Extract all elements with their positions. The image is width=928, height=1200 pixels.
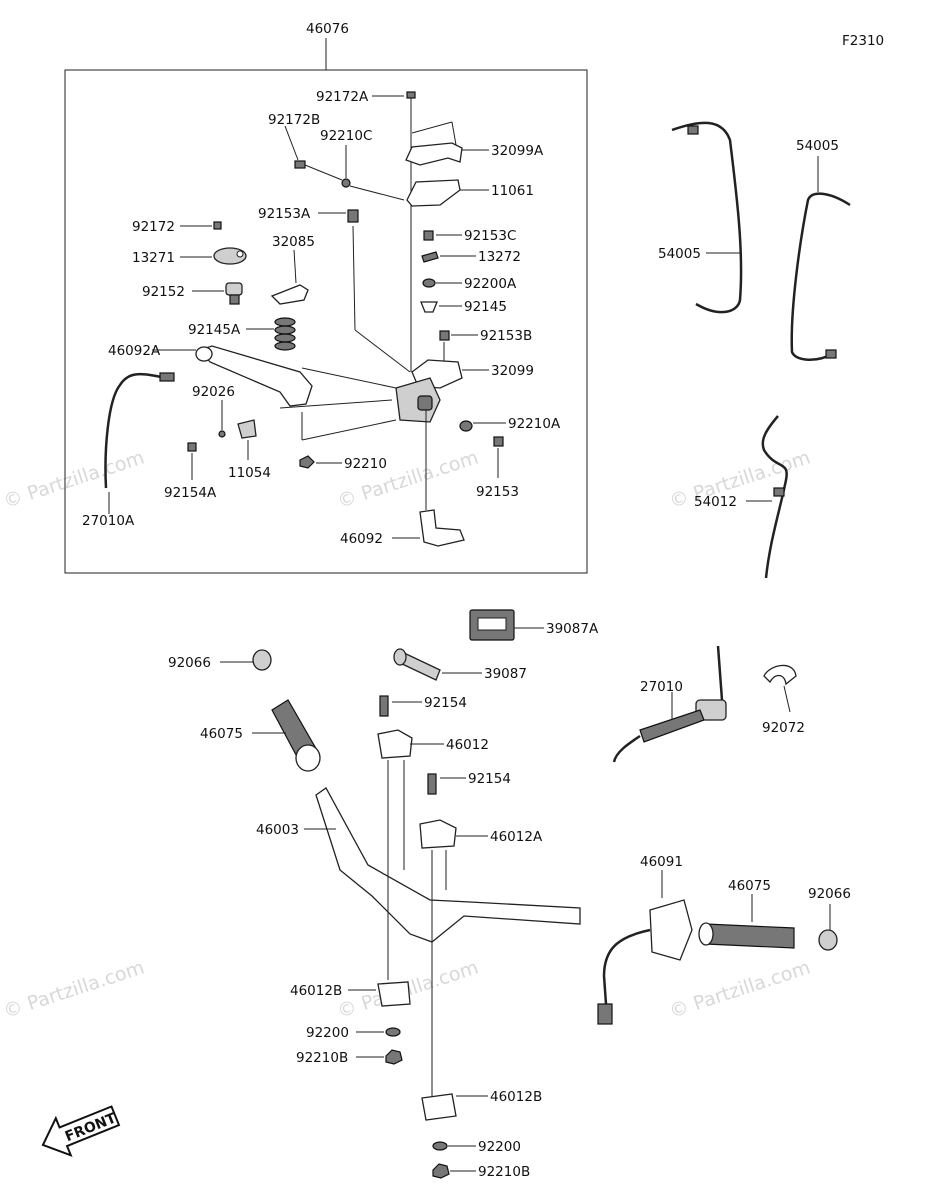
part-label-32085: 32085 [272, 234, 315, 250]
part-label-27010A: 27010A [82, 513, 135, 529]
part-label-46075-right: 46075 [728, 878, 771, 894]
part-label-92145A: 92145A [188, 322, 241, 338]
part-label-46012: 46012 [446, 737, 489, 753]
part-label-46075-left: 46075 [200, 726, 243, 742]
part-label-46012A: 46012A [490, 829, 543, 845]
part-label-46003: 46003 [256, 822, 299, 838]
part-label-92210A: 92210A [508, 416, 561, 432]
part-label-92172A: 92172A [316, 89, 369, 105]
watermark-text: © Partzilla.com [1, 447, 147, 513]
part-label-92172B: 92172B [268, 112, 320, 128]
part-label-54012: 54012 [694, 494, 737, 510]
part-label-92145: 92145 [464, 299, 507, 315]
part-label-46091: 46091 [640, 854, 683, 870]
part-label-92210: 92210 [344, 456, 387, 472]
part-label-92200-upper: 92200 [306, 1025, 349, 1041]
part-label-39087A: 39087A [546, 621, 599, 637]
part-label-92210B-lower: 92210B [478, 1164, 530, 1180]
part-label-92153B: 92153B [480, 328, 532, 344]
part-label-92153A: 92153A [258, 206, 311, 222]
part-label-92210B-upper: 92210B [296, 1050, 348, 1066]
part-label-46092A: 46092A [108, 343, 161, 359]
front-direction-arrow: FRONT [41, 1105, 121, 1158]
watermark-text: © Partzilla.com [667, 957, 813, 1023]
part-label-92152: 92152 [142, 284, 185, 300]
part-label-92154-middle: 92154 [468, 771, 511, 787]
part-label-46012B-lower: 46012B [490, 1089, 542, 1105]
part-label-92066-right: 92066 [808, 886, 851, 902]
handlebar-assembly [220, 609, 838, 1179]
part-label-13272: 13272 [478, 249, 521, 265]
part-label-46076: 46076 [306, 21, 349, 37]
part-label-32099A: 32099A [491, 143, 544, 159]
part-label-54005-right: 54005 [796, 138, 839, 154]
part-label-13271: 13271 [132, 250, 175, 266]
figure-code: F2310 [842, 33, 884, 49]
part-label-32099: 32099 [491, 363, 534, 379]
assembly-46076-box: 46076 [64, 21, 588, 574]
part-label-46012B-upper: 46012B [290, 983, 342, 999]
part-label-92153C: 92153C [464, 228, 516, 244]
part-label-92200-lower: 92200 [478, 1139, 521, 1155]
part-label-92066-left: 92066 [168, 655, 211, 671]
watermark-text: © Partzilla.com [667, 447, 813, 513]
part-label-92153: 92153 [476, 484, 519, 500]
part-label-27010: 27010 [640, 679, 683, 695]
lever-assembly-parts [104, 91, 506, 547]
part-label-11054: 11054 [228, 465, 271, 481]
part-label-39087: 39087 [484, 666, 527, 682]
part-labels: 92172A 92172B 92210C 32099A 11061 92172 … [82, 89, 851, 1180]
part-label-92154A: 92154A [164, 485, 217, 501]
part-label-92172: 92172 [132, 219, 175, 235]
part-label-11061: 11061 [491, 183, 534, 199]
part-label-92200A: 92200A [464, 276, 517, 292]
part-label-92026: 92026 [192, 384, 235, 400]
part-label-54005-left: 54005 [658, 246, 701, 262]
watermark-text: © Partzilla.com [1, 957, 147, 1023]
part-label-92072: 92072 [762, 720, 805, 736]
throttle-cables [671, 121, 851, 579]
part-label-92210C: 92210C [320, 128, 372, 144]
part-label-92154-top: 92154 [424, 695, 467, 711]
part-label-46092: 46092 [340, 531, 383, 547]
